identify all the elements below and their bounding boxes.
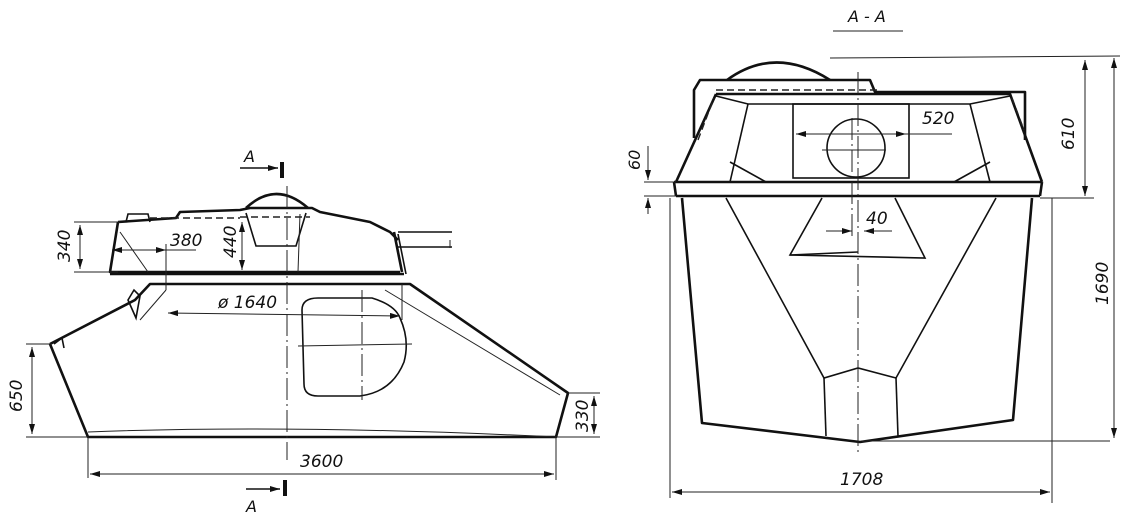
svg-text:380: 380 bbox=[170, 231, 202, 251]
dimension-340: 340 bbox=[55, 221, 120, 273]
dimension-1690: 1690 bbox=[862, 58, 1117, 442]
svg-text:1690: 1690 bbox=[1093, 262, 1113, 305]
dimension-380: 380 bbox=[112, 231, 202, 290]
dimension-1708: 1708 bbox=[669, 198, 1053, 503]
svg-text:340: 340 bbox=[55, 230, 75, 262]
dimension-40: 40 bbox=[826, 209, 892, 234]
dimension-440: 440 bbox=[221, 222, 245, 270]
svg-text:40: 40 bbox=[866, 209, 888, 229]
hull-outline bbox=[48, 282, 570, 439]
dimension-3600: 3600 bbox=[87, 437, 557, 480]
section-marker-bottom: A bbox=[245, 480, 287, 516]
section-marker-top: A bbox=[240, 147, 284, 178]
svg-text:520: 520 bbox=[922, 109, 954, 129]
hull-section-outline bbox=[680, 197, 1034, 444]
dimension-330: 330 bbox=[556, 392, 600, 438]
section-marker-label: A bbox=[243, 147, 255, 166]
svg-text:3600: 3600 bbox=[300, 452, 343, 472]
side-view: A A 340 380 440 ø 1640 bbox=[7, 147, 600, 516]
svg-text:650: 650 bbox=[7, 380, 27, 412]
svg-text:1708: 1708 bbox=[840, 470, 883, 490]
dimension-diameter-1640: ø 1640 bbox=[167, 284, 403, 320]
section-title: A - A bbox=[847, 7, 886, 26]
dimension-650: 650 bbox=[7, 343, 88, 438]
section-view-a-a: A - A bbox=[625, 7, 1121, 503]
dimension-610: 610 bbox=[829, 55, 1121, 199]
turret-outline bbox=[108, 192, 452, 286]
svg-text:60: 60 bbox=[625, 150, 644, 170]
svg-text:440: 440 bbox=[221, 226, 241, 258]
svg-text:330: 330 bbox=[573, 400, 593, 432]
section-marker-label: A bbox=[245, 497, 257, 516]
svg-text:610: 610 bbox=[1059, 118, 1079, 150]
svg-text:ø 1640: ø 1640 bbox=[217, 293, 277, 313]
dimension-60: 60 bbox=[625, 146, 676, 214]
turret-section-outline bbox=[672, 61, 1044, 198]
dimension-520: 520 bbox=[796, 109, 954, 137]
